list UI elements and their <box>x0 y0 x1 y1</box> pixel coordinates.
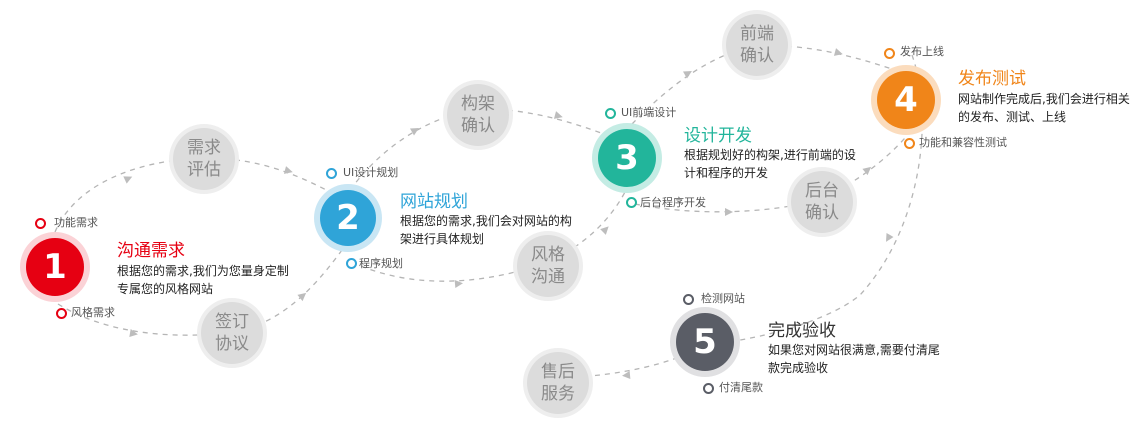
tag-dot-icon <box>683 294 694 305</box>
node-requirement-evaluation: 需求 评估 <box>173 128 235 190</box>
node-architecture-confirmation: 构架 确认 <box>447 84 509 146</box>
tag-dot-icon <box>56 308 67 319</box>
step-1-tag-function: 功能需求 <box>54 216 98 229</box>
step-4-tag-compat-test: 功能和兼容性测试 <box>919 136 1007 149</box>
arrow-marker <box>886 233 894 242</box>
arrow-marker <box>683 71 692 79</box>
arrow-marker <box>129 329 138 337</box>
step-4-tag-publish: 发布上线 <box>900 45 944 58</box>
path-sign-to-2 <box>227 245 346 334</box>
step-3-title: 设计开发 <box>684 126 752 146</box>
arrow-marker <box>410 128 419 136</box>
step-5-tag-check-site: 检测网站 <box>701 292 745 305</box>
path-2-to-arch <box>349 107 479 191</box>
flow-arrows <box>123 48 894 379</box>
arrow-marker <box>833 48 843 56</box>
node-backend-confirmation: 后台 确认 <box>791 171 853 233</box>
step-3-tag-backend-dev: 后台程序开发 <box>640 196 706 209</box>
step-5-number: 5 <box>693 322 717 362</box>
step-4-description: 网站制作完成后,我们会进行相关的发布、测试、上线 <box>958 92 1130 124</box>
tag-dot-icon <box>884 48 895 59</box>
arrow-marker <box>283 166 293 174</box>
step-3-description: 根据规划好的构架,进行前端的设计和程序的开发 <box>684 148 856 180</box>
step-2-circle: 2 <box>320 190 376 246</box>
step-5-title: 完成验收 <box>768 321 836 341</box>
step-5-description: 如果您对网站很满意,需要付清尾款完成验收 <box>768 343 940 375</box>
step-2-title: 网站规划 <box>400 192 468 212</box>
tag-dot-icon <box>626 197 637 208</box>
tag-dot-icon <box>35 218 46 229</box>
arrow-marker <box>297 292 307 302</box>
arrow-marker <box>553 111 563 119</box>
step-1-title: 沟通需求 <box>117 241 185 261</box>
tag-dot-icon <box>605 108 616 119</box>
tag-dot-icon <box>904 138 915 149</box>
step-5-circle: 5 <box>676 313 734 371</box>
node-after-sales-service: 售后 服务 <box>527 352 589 414</box>
step-4-title: 发布测试 <box>958 69 1026 89</box>
step-1-tag-style: 风格需求 <box>71 306 115 319</box>
arrow-marker <box>725 208 733 216</box>
step-3-circle: 3 <box>598 129 656 187</box>
step-1-number: 1 <box>43 247 67 287</box>
step-4-number: 4 <box>894 80 918 120</box>
path-front-to-4 <box>756 44 896 71</box>
node-style-communication: 风格 沟通 <box>517 235 579 297</box>
arrow-marker <box>600 226 609 235</box>
arrow-marker <box>454 280 463 288</box>
step-5-tag-final-payment: 付清尾款 <box>719 381 763 394</box>
tag-dot-icon <box>346 258 357 269</box>
step-2-tag-ui-plan: UI设计规划 <box>343 166 399 179</box>
tag-dot-icon <box>703 383 714 394</box>
step-1-circle: 1 <box>26 238 84 296</box>
arrow-marker <box>622 371 631 379</box>
arrow-marker <box>123 176 133 184</box>
step-2-description: 根据您的需求,我们会对网站的构架进行具体规划 <box>400 214 572 246</box>
step-3-number: 3 <box>615 138 639 178</box>
path-evaluate-to-2 <box>204 157 346 201</box>
step-3-tag-ui-frontend: UI前端设计 <box>621 106 677 119</box>
node-frontend-confirmation: 前端 确认 <box>726 14 788 76</box>
tag-dot-icon <box>326 168 337 179</box>
step-2-tag-program-plan: 程序规划 <box>359 257 403 270</box>
step-2-number: 2 <box>336 198 360 238</box>
step-1-description: 根据您的需求,我们为您量身定制专属您的风格网站 <box>117 264 289 296</box>
arrow-marker <box>862 166 872 176</box>
step-4-circle: 4 <box>877 71 935 129</box>
node-sign-agreement: 签订 协议 <box>201 302 263 364</box>
